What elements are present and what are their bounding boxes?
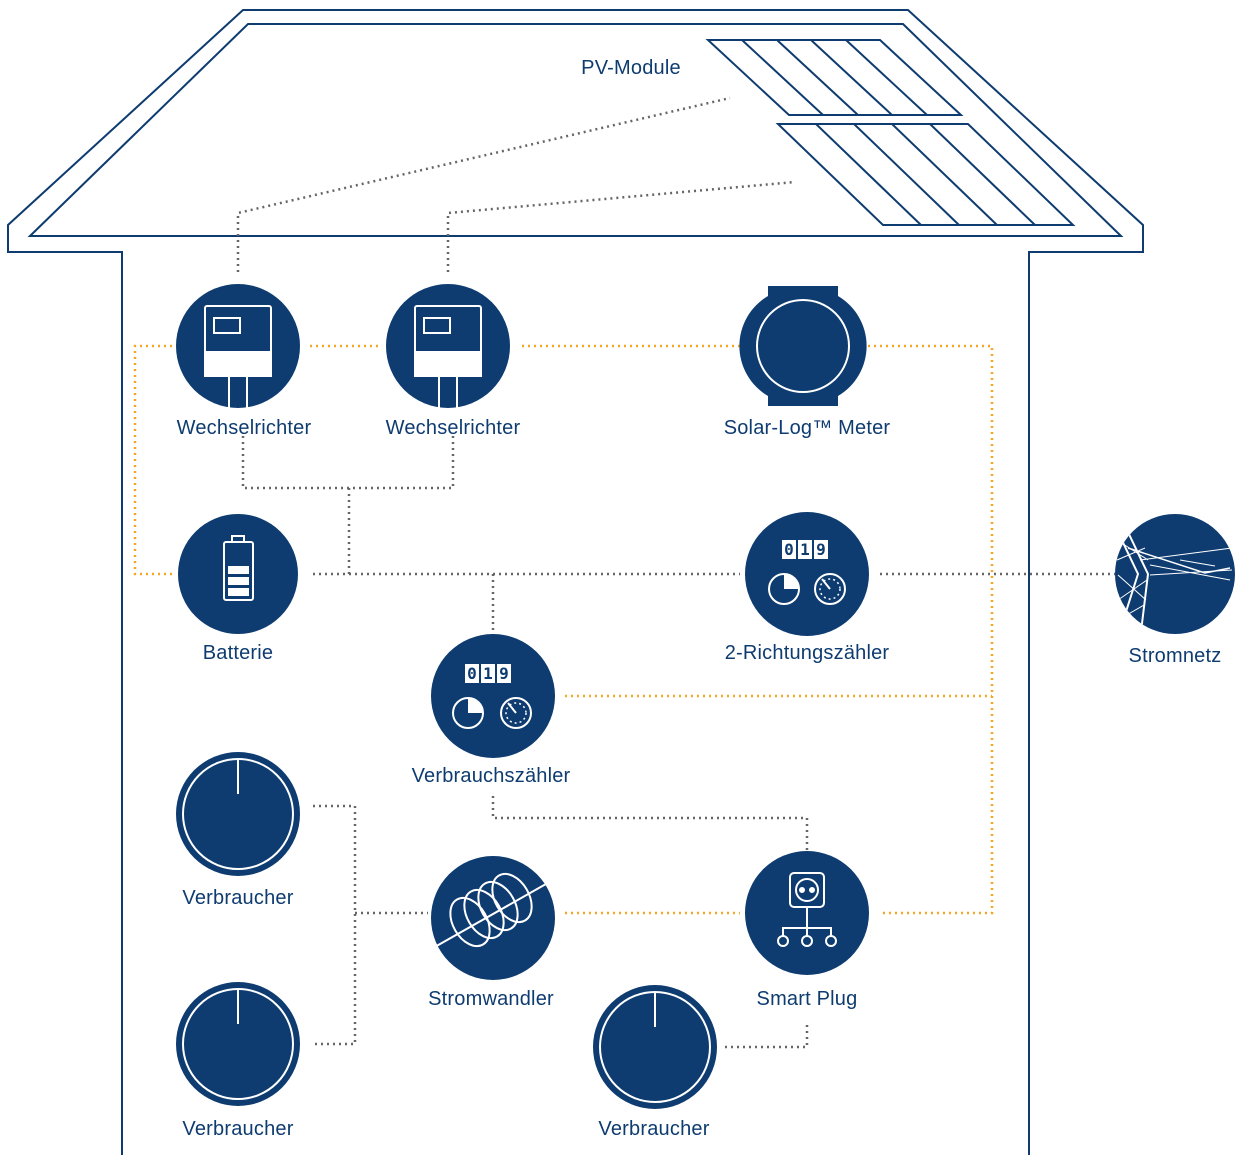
consumer-node-2[interactable] [176, 982, 300, 1106]
grid-node[interactable] [1115, 514, 1235, 640]
consumer-node-3[interactable] [593, 985, 717, 1109]
power-button-icon [599, 991, 711, 1103]
battery-label: Batterie [202, 642, 274, 664]
digit-1: 0 [784, 540, 794, 559]
consumer-3-label: Verbraucher [598, 1118, 710, 1140]
digit-2: 1 [483, 664, 493, 683]
battery-icon [223, 535, 254, 601]
bidirectional-meter-node[interactable]: 0 1 9 [745, 512, 869, 636]
smart-plug-node[interactable] [745, 851, 869, 975]
inverter-1-label: Wechselrichter [176, 417, 312, 439]
digit-3: 9 [816, 540, 826, 559]
inverter-icon [204, 305, 272, 408]
solarlog-meter-node[interactable] [739, 286, 867, 406]
consumer-2-label: Verbraucher [182, 1118, 294, 1140]
solarlog-meter-icon [756, 299, 850, 393]
current-transformer-node[interactable] [431, 856, 555, 980]
smart-plug-icon [777, 872, 837, 947]
current-transformer-icon [432, 872, 554, 949]
house-outline [7, 9, 1144, 1155]
consumer-1-label: Verbraucher [182, 887, 294, 909]
inverter-2-label: Wechselrichter [385, 417, 521, 439]
bidirectional-meter-label: 2-Richtungszähler [724, 642, 890, 664]
power-links [133, 344, 994, 915]
inverter-node-1[interactable] [176, 284, 300, 408]
consumer-node-1[interactable] [176, 752, 300, 876]
data-links [236, 96, 1115, 1049]
digit-1: 0 [467, 664, 477, 683]
battery-node[interactable] [178, 514, 298, 634]
current-transformer-label: Stromwandler [428, 988, 554, 1010]
solar-panel-icon [705, 39, 1076, 226]
counter-icon: 0 1 9 [452, 664, 532, 729]
pv-module-label: PV-Module [581, 57, 681, 79]
consumption-meter-node[interactable]: 0 1 9 [431, 634, 555, 758]
counter-icon: 0 1 9 [768, 540, 846, 605]
smart-plug-label: Smart Plug [756, 988, 858, 1010]
inverter-node-2[interactable] [386, 284, 510, 408]
digit-3: 9 [499, 664, 509, 683]
grid-label: Stromnetz [1128, 645, 1222, 667]
solarlog-meter-label: Solar-Log™ Meter [723, 417, 891, 439]
power-button-icon [182, 988, 294, 1100]
digit-2: 1 [800, 540, 810, 559]
inverter-icon [414, 305, 482, 408]
power-button-icon [182, 758, 294, 870]
consumption-meter-label: Verbrauchszähler [411, 765, 571, 787]
